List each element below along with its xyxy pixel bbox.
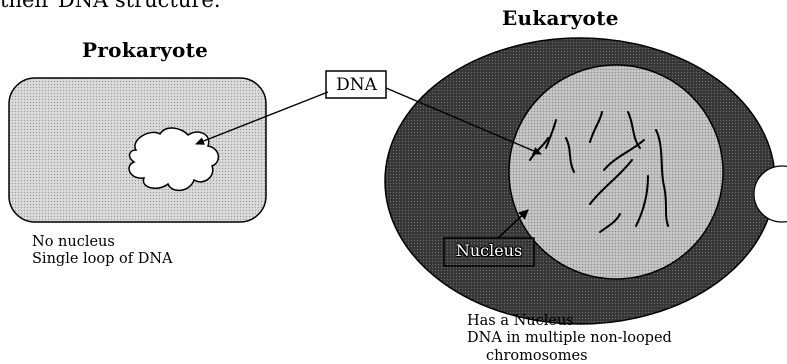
- top-text-partial: their DNA structure.: [0, 0, 260, 22]
- nucleus-label: Nucleus: [447, 243, 531, 259]
- prokaryote-caption-line2: Single loop of DNA: [32, 251, 173, 268]
- prokaryote-caption-line1: No nucleus: [32, 234, 115, 251]
- eukaryote-caption-line1: Has a Nucleus: [467, 313, 574, 330]
- eukaryote-caption-line3: chromosomes: [486, 348, 588, 364]
- prokaryote-title: Prokaryote: [82, 40, 208, 60]
- dna-label: DNA: [329, 77, 384, 94]
- top-text: their DNA structure.: [0, 0, 221, 12]
- eukaryote-caption-line2: DNA in multiple non-looped: [467, 330, 672, 347]
- nucleus: [509, 65, 723, 279]
- eukaryote-title: Eukaryote: [502, 8, 619, 28]
